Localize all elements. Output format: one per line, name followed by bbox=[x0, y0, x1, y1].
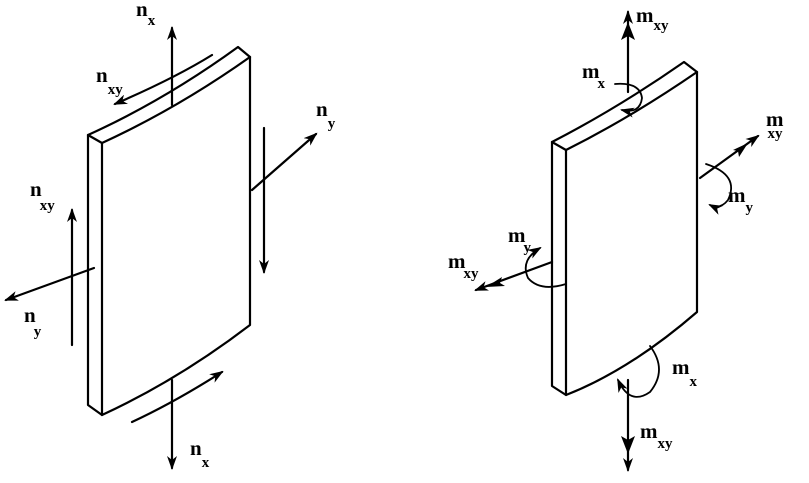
mx-bottom-arrow bbox=[618, 346, 659, 397]
label-mxy-bottom: mxy bbox=[640, 419, 673, 452]
label-mx-bottom: mx bbox=[672, 355, 698, 390]
label-my-right: my bbox=[728, 183, 754, 216]
mxy-top-arrow bbox=[621, 12, 635, 92]
mxy-right-arrow bbox=[700, 136, 758, 178]
label-nx-top: nx bbox=[136, 0, 156, 29]
label-ny-right: ny bbox=[316, 97, 336, 132]
nxy-bottom-arrow bbox=[132, 372, 222, 422]
my-left-arrow bbox=[526, 248, 566, 287]
label-mxy-top: mxy bbox=[636, 3, 669, 34]
left-plate bbox=[88, 47, 250, 415]
ny-left-arrow bbox=[6, 268, 94, 300]
label-nxy-top: nxy bbox=[96, 63, 123, 98]
right-plate bbox=[552, 62, 697, 395]
label-nx-bottom: nx bbox=[190, 436, 210, 471]
ny-right-arrow bbox=[252, 134, 316, 190]
